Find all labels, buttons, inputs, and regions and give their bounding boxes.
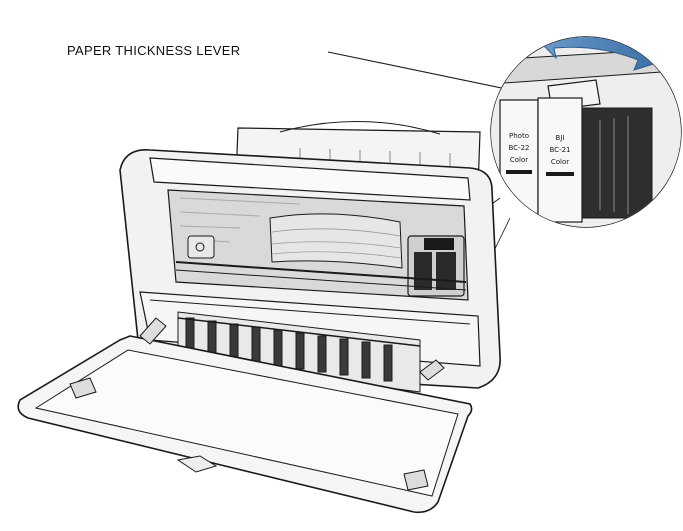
cartridge-right-line-3: Color — [551, 158, 569, 166]
cartridge-left-line-1: Photo — [509, 132, 529, 140]
cartridge-right-line-1: BJI — [556, 134, 565, 142]
magnifier-inset: Photo BC-22 Color BJI BC-21 Color — [490, 36, 682, 228]
callout-label: PAPER THICKNESS LEVER — [67, 43, 241, 58]
cartridge-left-line-2: BC-22 — [509, 144, 530, 152]
cartridge-right — [537, 97, 583, 223]
output-tray — [17, 317, 473, 514]
cartridge-left-line-3: Color — [510, 156, 528, 164]
paper-output-rollers — [177, 311, 421, 393]
cartridge-right-line-2: BC-21 — [550, 146, 571, 154]
